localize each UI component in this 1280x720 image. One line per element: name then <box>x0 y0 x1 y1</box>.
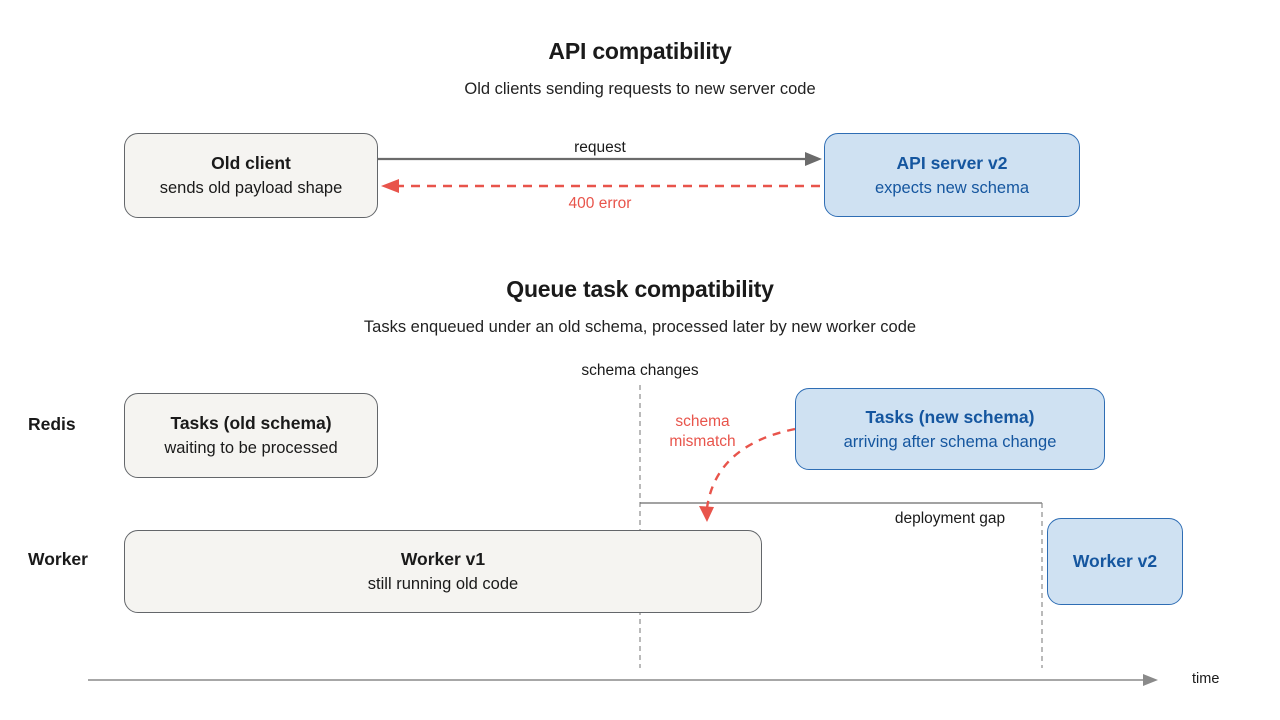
schema-mismatch-label-line1: schema <box>675 413 730 430</box>
queue-section-subtitle: Tasks enqueued under an old schema, proc… <box>363 318 917 336</box>
request-arrowhead-icon <box>805 152 822 166</box>
api-server-v2-subtitle: expects new schema <box>874 178 1030 197</box>
old-client-node: Old client sends old payload shape <box>124 133 378 218</box>
tasks-new-schema-subtitle: arriving after schema change <box>843 432 1057 451</box>
worker-v1-node: Worker v1 still running old code <box>124 530 762 613</box>
schema-mismatch-label: schema mismatch <box>650 412 755 451</box>
deployment-gap-label: deployment gap <box>894 510 1006 527</box>
api-server-v2-node: API server v2 expects new schema <box>824 133 1080 217</box>
schema-changes-label: schema changes <box>581 362 699 379</box>
lane-label-redis: Redis <box>28 414 76 434</box>
worker-v1-subtitle: still running old code <box>367 575 519 593</box>
api-section-title: API compatibility <box>548 38 732 64</box>
old-client-subtitle: sends old payload shape <box>159 179 343 197</box>
api-server-v2-title: API server v2 <box>896 152 1008 173</box>
queue-section-title: Queue task compatibility <box>506 276 774 302</box>
worker-v1-title: Worker v1 <box>400 549 486 569</box>
error-arrow-label: 400 error <box>568 195 632 212</box>
tasks-new-schema-node: Tasks (new schema) arriving after schema… <box>795 388 1105 470</box>
time-axis-arrowhead-icon <box>1143 674 1158 686</box>
time-axis-label: time <box>1192 671 1220 687</box>
tasks-old-schema-subtitle: waiting to be processed <box>164 439 338 457</box>
schema-mismatch-arrow-curve <box>705 427 796 509</box>
tasks-old-schema-title: Tasks (old schema) <box>170 413 332 433</box>
worker-v2-node: Worker v2 <box>1047 518 1183 605</box>
schema-mismatch-arrowhead-icon <box>699 506 714 522</box>
api-section-subtitle: Old clients sending requests to new serv… <box>464 80 816 98</box>
old-client-title: Old client <box>211 153 291 173</box>
tasks-old-schema-node: Tasks (old schema) waiting to be process… <box>124 393 378 478</box>
lane-label-worker: Worker <box>28 549 88 569</box>
request-arrow-label: request <box>574 139 626 156</box>
error-arrowhead-icon <box>381 179 399 193</box>
tasks-new-schema-title: Tasks (new schema) <box>865 406 1035 427</box>
schema-mismatch-label-line2: mismatch <box>669 432 736 450</box>
worker-v2-title: Worker v2 <box>1072 551 1158 571</box>
